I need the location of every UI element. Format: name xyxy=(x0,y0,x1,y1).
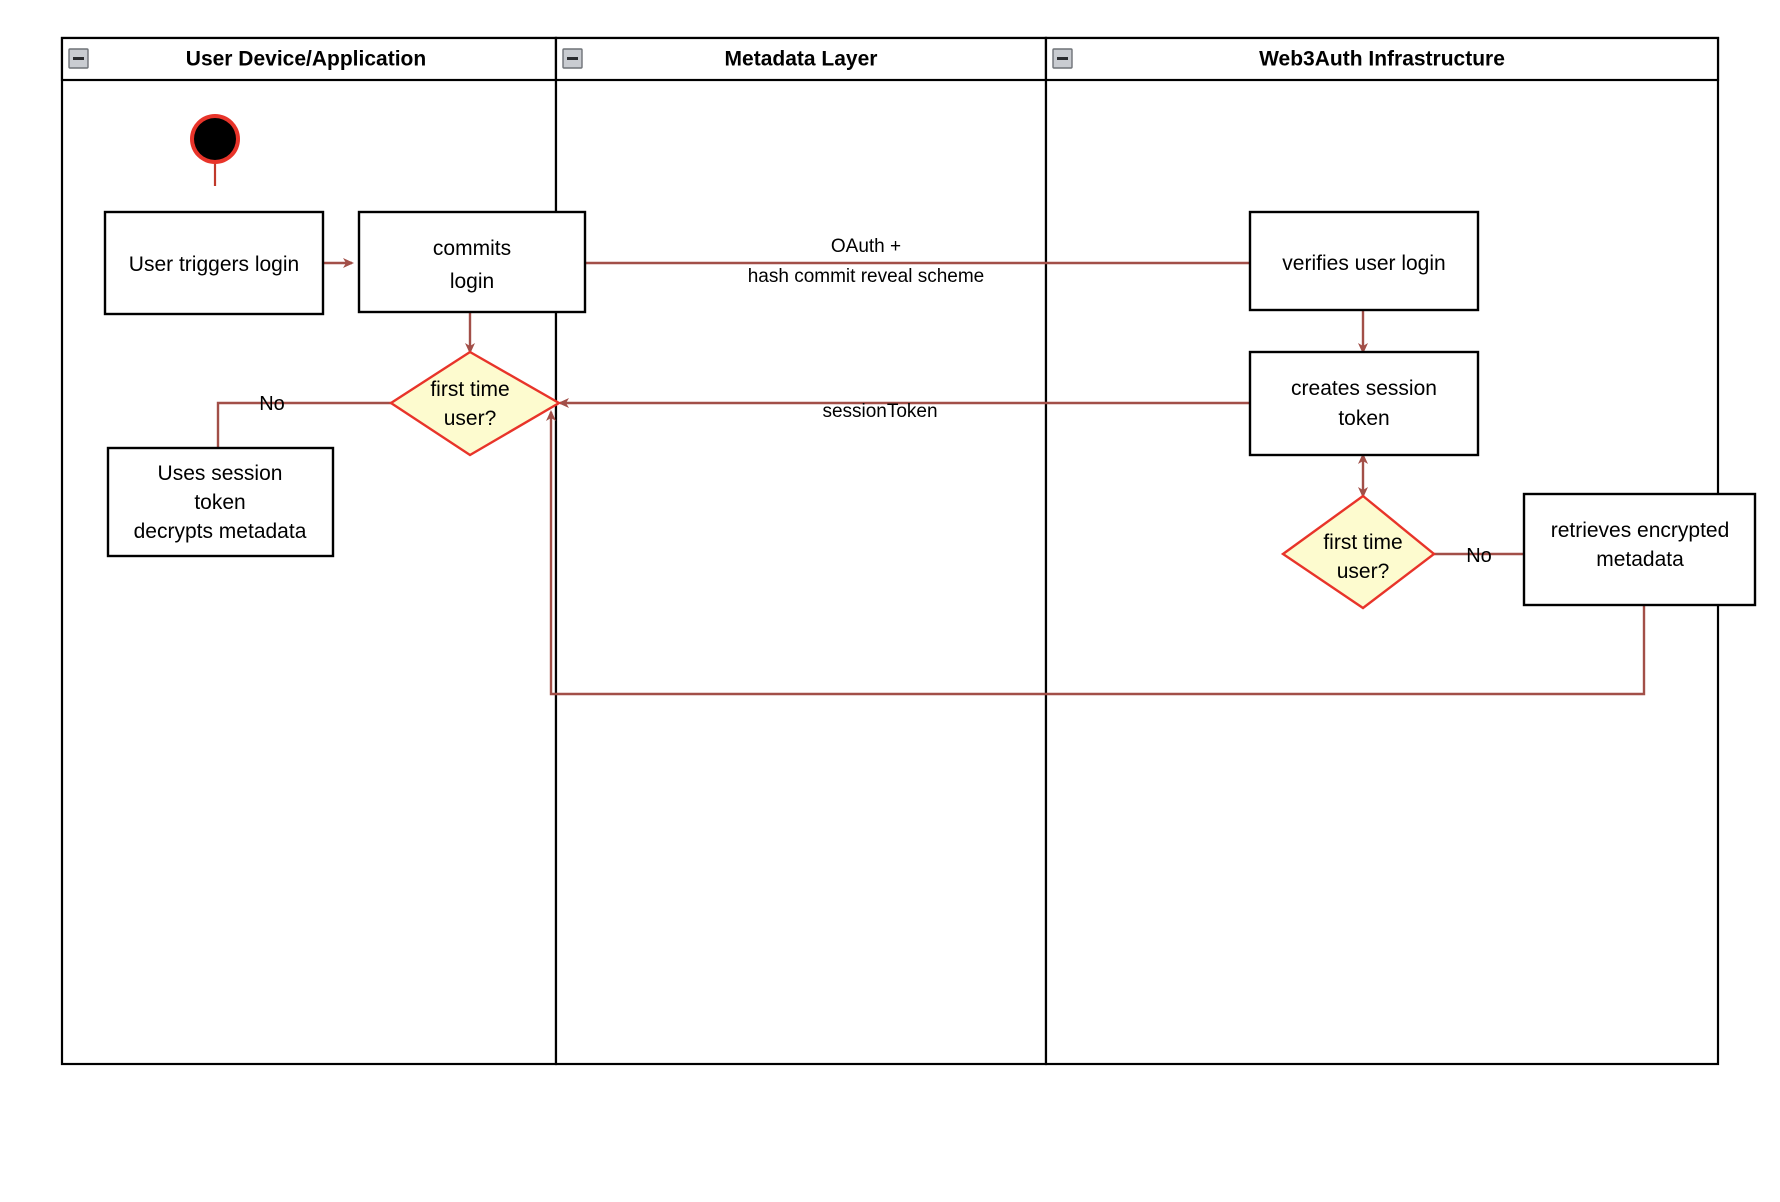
action-label-line-1: retrieves encrypted xyxy=(1551,519,1730,542)
collapse-minus-icon[interactable] xyxy=(68,48,89,69)
lane-title-metadata: Metadata Layer xyxy=(725,48,878,71)
lane-header-metadata xyxy=(554,36,1048,82)
action-verifies-user-login[interactable]: verifies user login xyxy=(1248,210,1480,312)
decision-label-line-1: first time xyxy=(430,378,509,401)
action-user-triggers-login[interactable]: User triggers login xyxy=(103,210,325,316)
action-label-line-3: decrypts metadata xyxy=(134,520,307,543)
edge-label-oauth-line-2: hash commit reveal scheme xyxy=(748,266,985,287)
guard-label-no-right: No xyxy=(1466,545,1492,567)
lane-body-metadata xyxy=(554,36,1048,1066)
action-label: verifies user login xyxy=(1282,252,1445,275)
edge-label-session-token: sessionToken xyxy=(822,401,937,422)
lane-title-user-device: User Device/Application xyxy=(186,48,426,71)
lane-title-web3auth: Web3Auth Infrastructure xyxy=(1259,48,1505,71)
action-label-line-1: Uses session xyxy=(158,462,283,485)
edge-label-oauth-line-1: OAuth + xyxy=(831,236,901,257)
action-label-line-2: token xyxy=(1338,407,1389,430)
action-label: User triggers login xyxy=(129,253,299,276)
action-label-line-1: commits xyxy=(433,237,511,260)
action-uses-session-token[interactable]: Uses session token decrypts metadata xyxy=(106,446,335,558)
collapse-minus-icon[interactable] xyxy=(562,48,583,69)
lane-header-web3auth xyxy=(1044,36,1720,82)
action-label-line-2: login xyxy=(450,270,494,293)
action-label-line-1: creates session xyxy=(1291,377,1437,400)
lane-header-user-device xyxy=(60,36,558,82)
action-label-line-2: token xyxy=(194,491,245,514)
decision-first-time-user-right[interactable]: first time user? xyxy=(1280,494,1436,610)
decision-label-line-1: first time xyxy=(1323,531,1402,554)
action-creates-session-token[interactable]: creates session token xyxy=(1248,350,1480,457)
guard-label-no-left: No xyxy=(259,393,285,415)
flow-decision-left-no-to-uses-session-token xyxy=(216,401,394,448)
swimlane-metadata[interactable]: Metadata Layer xyxy=(554,36,1048,1066)
action-retrieves-encrypted-metadata[interactable]: retrieves encrypted metadata xyxy=(1522,492,1757,607)
decision-label-line-2: user? xyxy=(1337,560,1390,583)
action-label-line-2: metadata xyxy=(1596,548,1684,571)
decision-first-time-user-left[interactable]: first time user? xyxy=(388,350,562,457)
initial-node xyxy=(190,114,240,164)
collapse-minus-icon[interactable] xyxy=(1052,48,1073,69)
flow-retrieves-metadata-to-decision-left xyxy=(546,410,1646,696)
action-commits-login[interactable]: commits login xyxy=(357,210,587,314)
decision-label-line-2: user? xyxy=(444,407,497,430)
